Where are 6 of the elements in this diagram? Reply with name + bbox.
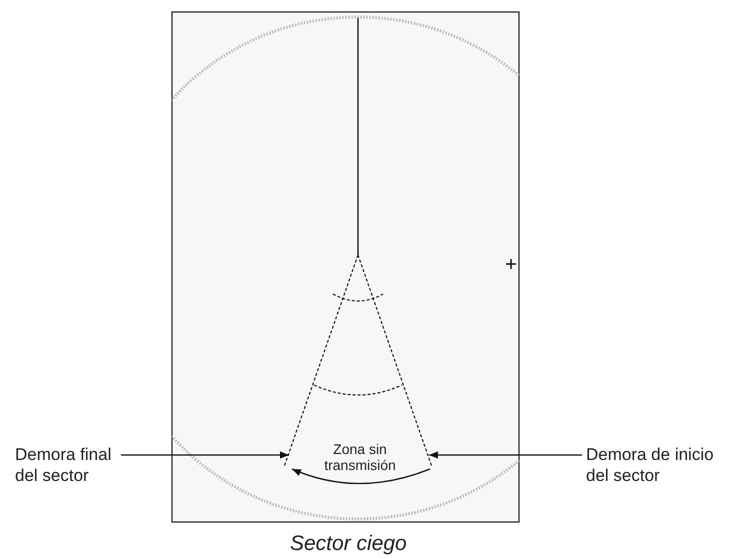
leader-line [429,451,582,459]
callout-text: Demora de inicio del sector [586,444,736,486]
sector-label: Zona sin transmisión [323,441,397,473]
caption: Sector ciego [290,532,407,556]
leader-line [121,451,289,459]
callout-text: Demora final del sector [15,444,119,486]
